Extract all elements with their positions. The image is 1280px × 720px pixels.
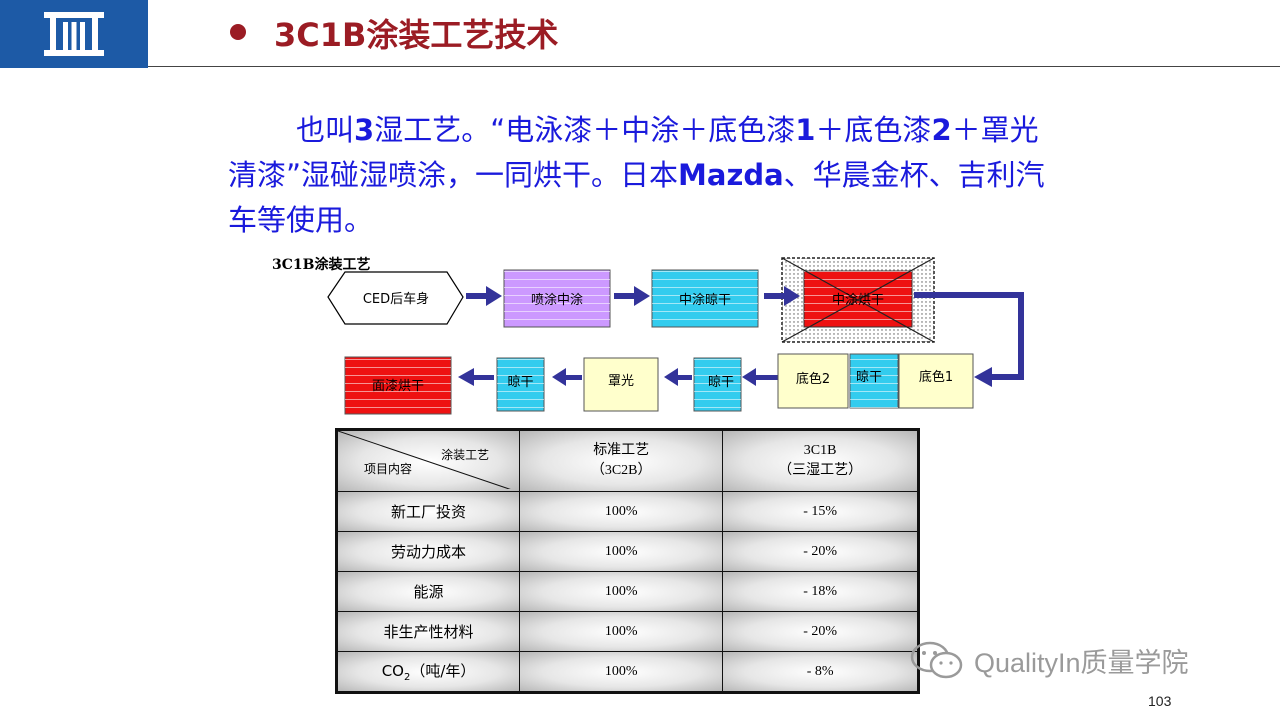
node-flash-c-label: 晾干 bbox=[507, 375, 534, 390]
corner-top-label: 涂装工艺 bbox=[441, 448, 490, 462]
row-standard-value: 100% bbox=[519, 531, 724, 572]
table-header-3c1b: 3C1B （三湿工艺） bbox=[722, 429, 919, 492]
row-item: 劳动力成本 bbox=[335, 531, 521, 572]
corner-bottom-label: 项目内容 bbox=[364, 462, 413, 476]
co2-subscript: 2 bbox=[403, 672, 411, 683]
row-standard-value: 100% bbox=[519, 491, 724, 532]
logo bbox=[0, 0, 148, 68]
row-standard-value: 100% bbox=[519, 611, 724, 652]
header-divider bbox=[148, 66, 1280, 67]
intro-text-1: 也叫 bbox=[296, 113, 355, 147]
node-top-bake-label: 面漆烘干 bbox=[371, 379, 424, 394]
intro-text-2: 3 bbox=[354, 113, 375, 147]
table-row: 劳动力成本 100% - 20% bbox=[335, 531, 919, 572]
intro-text-8: Mazda bbox=[678, 158, 784, 192]
intro-text-7: ＋罩光清漆”湿碰湿喷涂，一同烘干。日本 bbox=[228, 113, 1039, 192]
row-item: 非生产性材料 bbox=[335, 611, 521, 652]
node-ced-label: CED后车身 bbox=[362, 292, 430, 307]
node-mid-flash-label: 中涂晾干 bbox=[678, 293, 731, 308]
table-row: 新工厂投资 100% - 15% bbox=[335, 491, 919, 532]
node-flash-b-label: 晾干 bbox=[707, 375, 734, 390]
node-clear-shape bbox=[583, 357, 659, 412]
intro-text-4: 1 bbox=[795, 113, 816, 147]
table-row: 非生产性材料 100% - 20% bbox=[335, 611, 919, 652]
flow-arrows bbox=[458, 286, 1024, 387]
node-flash-a-label: 晾干 bbox=[855, 370, 882, 385]
page-number: 103 bbox=[1148, 693, 1172, 709]
page-title: 3C1B涂装工艺技术 bbox=[274, 16, 559, 54]
table-corner-cell: 涂装工艺 项目内容 bbox=[335, 429, 521, 492]
node-spray-mid-label: 喷涂中涂 bbox=[530, 293, 583, 308]
comparison-table: 涂装工艺 项目内容 标准工艺 （3C2B） 3C1B （三湿工艺） 新工厂投资 … bbox=[335, 428, 920, 694]
diagram-title: 3C1B涂装工艺 bbox=[272, 257, 371, 273]
node-base2-label: 底色2 bbox=[795, 372, 831, 387]
logo-mark-icon bbox=[44, 12, 104, 56]
row-item: 新工厂投资 bbox=[335, 491, 521, 532]
row-3c1b-value: - 20% bbox=[722, 531, 919, 572]
intro-text-9: 、华晨金杯、吉利汽车等使用。 bbox=[228, 158, 1045, 237]
table-header-row: 涂装工艺 项目内容 标准工艺 （3C2B） 3C1B （三湿工艺） bbox=[335, 429, 919, 492]
title-bullet bbox=[230, 24, 246, 40]
node-mid-bake-label: 中涂烘干 bbox=[831, 293, 884, 308]
node-base1-label: 底色1 bbox=[918, 370, 954, 385]
wechat-icon bbox=[910, 641, 963, 679]
intro-paragraph: 也叫3湿工艺。“电泳漆＋中涂＋底色漆1＋底色漆2＋罩光清漆”湿碰湿喷涂，一同烘干… bbox=[228, 108, 1058, 243]
row-standard-value: 100% bbox=[519, 571, 724, 612]
node-base1-shape bbox=[898, 353, 974, 409]
node-ced-shape bbox=[327, 271, 464, 325]
row-3c1b-value: - 20% bbox=[722, 611, 919, 652]
watermark-text: QualityIn质量学院 bbox=[974, 647, 1189, 678]
co2-prefix: CO bbox=[381, 662, 404, 680]
intro-text-5: ＋底色漆 bbox=[815, 113, 932, 147]
co2-suffix: （吨/年） bbox=[410, 662, 476, 680]
table-row: 能源 100% - 18% bbox=[335, 571, 919, 612]
row-3c1b-value: - 15% bbox=[722, 491, 919, 532]
table-header-standard: 标准工艺 （3C2B） bbox=[519, 429, 724, 492]
row-3c1b-value: - 8% bbox=[722, 651, 919, 693]
intro-text-6: 2 bbox=[931, 113, 952, 147]
diagonal-divider bbox=[338, 431, 511, 489]
intro-text-3: 湿工艺。“电泳漆＋中涂＋底色漆 bbox=[374, 113, 796, 147]
watermark: QualityIn质量学院 bbox=[908, 640, 1189, 680]
node-clear-label: 罩光 bbox=[607, 374, 634, 389]
row-item-co2: CO2（吨/年） bbox=[335, 651, 521, 693]
row-item: 能源 bbox=[335, 571, 521, 612]
row-3c1b-value: - 18% bbox=[722, 571, 919, 612]
row-standard-value: 100% bbox=[519, 651, 724, 693]
table-row: CO2（吨/年） 100% - 8% bbox=[335, 651, 919, 693]
node-base2-shape bbox=[777, 353, 849, 409]
